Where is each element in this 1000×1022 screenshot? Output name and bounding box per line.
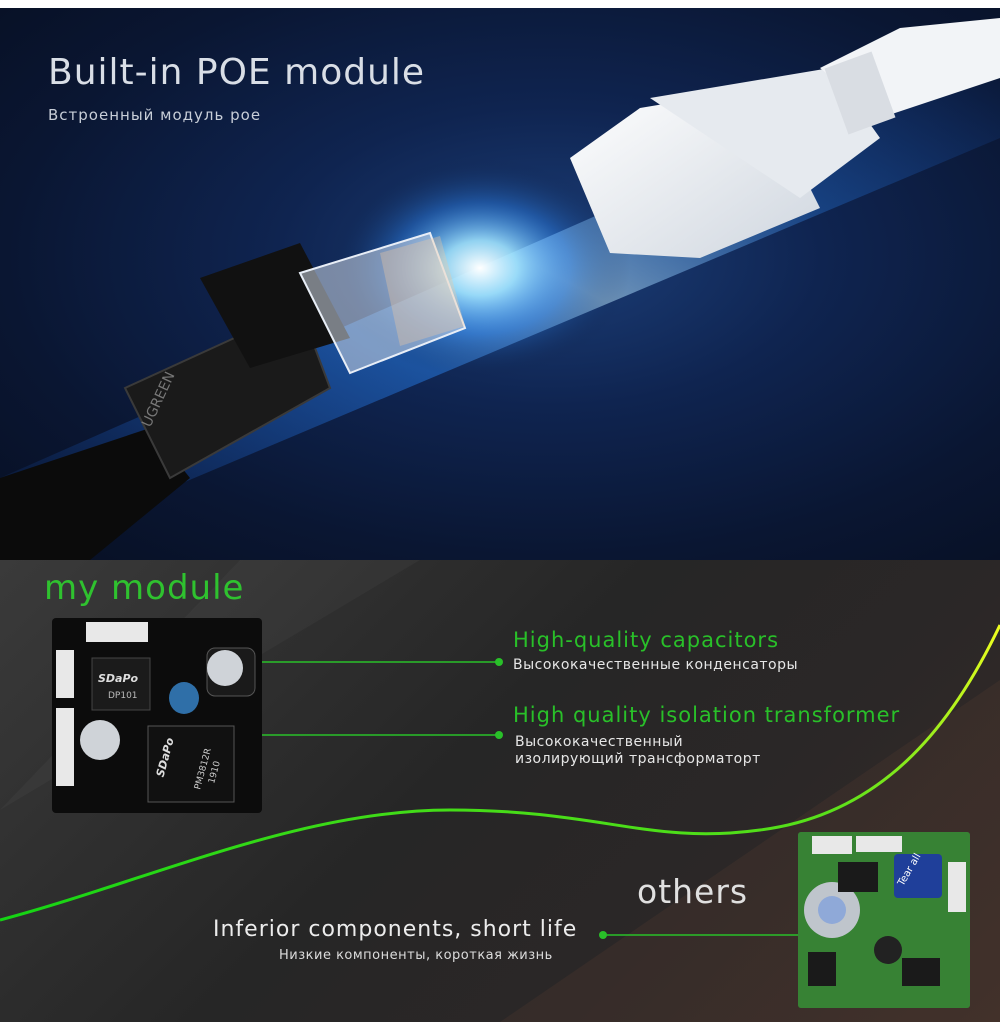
- white-coupler: [570, 18, 1000, 258]
- feature-capacitors-title: High-quality capacitors: [513, 628, 780, 652]
- inferior-caption-sub: Низкие компоненты, короткая жизнь: [279, 948, 553, 963]
- hero-title: Built-in POE module: [48, 52, 426, 93]
- hero-subtitle: Встроенный модуль рое: [48, 106, 262, 124]
- feature-capacitors-subtitle: Высококачественные конденсаторы: [513, 657, 799, 673]
- divider-curve: [0, 624, 1000, 922]
- rj45-plug: UGREEN: [123, 231, 467, 480]
- leader-dot: [495, 658, 503, 666]
- inferior-caption: Inferior components, short life: [213, 917, 578, 942]
- black-cable: [0, 428, 190, 560]
- poe-board-good: SDaPo DP101 SDaPo PM3812R 1910: [52, 618, 262, 813]
- hero-illustration: UGREEN: [0, 18, 1000, 560]
- feature-transformer-subtitle-1: Высококачественный: [515, 734, 684, 750]
- leader-dot: [599, 931, 607, 939]
- my-module-heading: my module: [44, 568, 245, 608]
- feature-transformer-title: High quality isolation transformer: [513, 703, 901, 727]
- feature-transformer-subtitle-2: изолирующий трансформаторт: [515, 751, 761, 767]
- leader-dot: [495, 731, 503, 739]
- poe-board-inferior: Tear all: [798, 832, 970, 1008]
- others-heading: others: [637, 872, 749, 911]
- hero-banner: UGREEN Built-in POE module Встроенный мо…: [0, 8, 1000, 560]
- chip-part: DP101: [108, 691, 138, 701]
- comparison-section: my module SDaPo DP101 SDaPo PM3812R 1910…: [0, 560, 1000, 1022]
- chip-brand: SDaPo: [98, 672, 139, 685]
